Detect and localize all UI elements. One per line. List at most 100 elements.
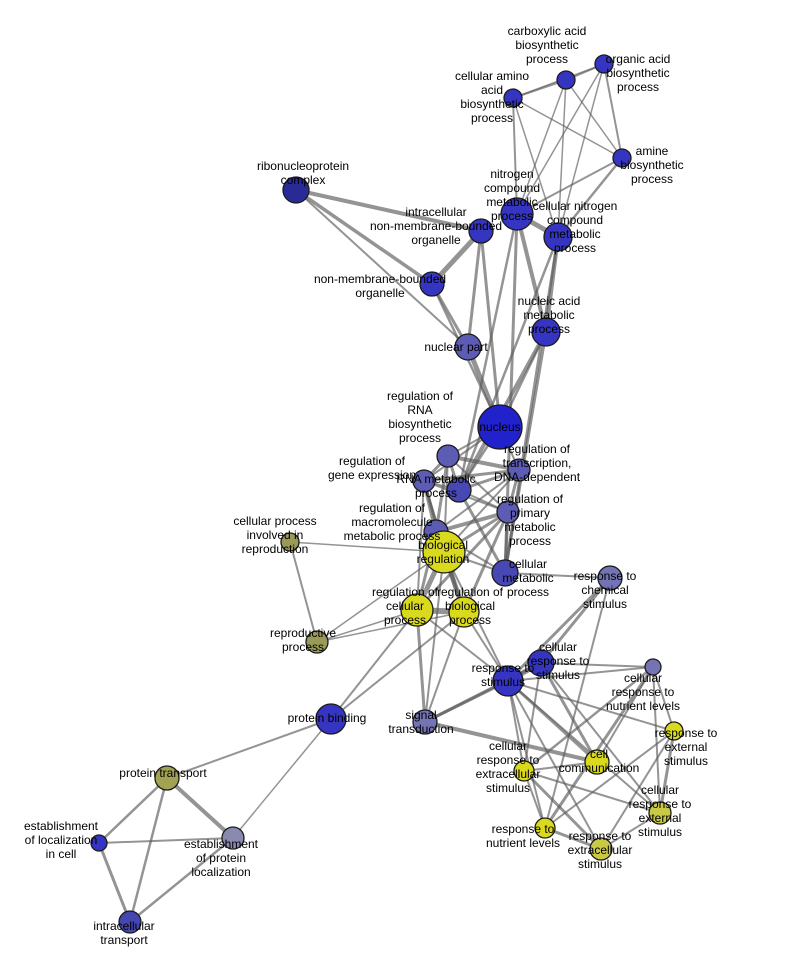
edge-rs-rchem [506, 576, 612, 683]
edge-crec-crxt [523, 770, 661, 814]
node-pbind[interactable] [315, 703, 347, 735]
edge-rs-crxt [507, 680, 661, 814]
node-crn[interactable] [644, 658, 662, 676]
edge-repro-rcp [316, 609, 418, 643]
node-rcp[interactable] [400, 593, 434, 627]
node-label-pbind: protein binding [288, 711, 367, 725]
node-cnitro[interactable] [543, 222, 573, 252]
edge-rtx-rge [422, 468, 521, 483]
edge-inmb-npart [466, 229, 483, 349]
node-rnl[interactable] [534, 817, 556, 839]
edge-amino-nitro [512, 97, 518, 215]
edge-cnitro-rnamp [457, 235, 560, 492]
node-eloc[interactable] [90, 834, 108, 852]
node-ptrans[interactable] [154, 765, 180, 791]
edge-rnamp-cmp [457, 488, 507, 575]
node-amine[interactable] [612, 148, 632, 168]
edges-layer [97, 63, 676, 924]
edge-rbp-sigt [424, 611, 465, 723]
edge-cpr-bioreg [289, 541, 445, 553]
edge-crs-crec [523, 662, 542, 772]
node-rtx[interactable] [507, 458, 531, 482]
node-crxt[interactable] [648, 801, 672, 825]
edge-rs-rext [507, 680, 675, 732]
edge-nacid-nitro [515, 212, 548, 334]
edge-rext-crxt [658, 729, 676, 815]
edge-cpr-repro [289, 541, 318, 643]
node-crec[interactable] [513, 760, 535, 782]
edge-rnp-nmb [294, 188, 434, 286]
node-sigt[interactable] [412, 709, 438, 735]
edge-rchem-rnl [544, 577, 611, 829]
edge-crs-crxt [540, 662, 661, 814]
edge-crn-crxt [652, 666, 661, 814]
edge-rbp-pbind [330, 611, 465, 720]
node-nucleus[interactable] [477, 404, 523, 450]
node-nmb[interactable] [419, 271, 445, 297]
node-rnp[interactable] [282, 176, 310, 204]
edge-carb-nitro [516, 79, 567, 215]
edge-repro-bioreg [316, 551, 445, 643]
node-rext[interactable] [664, 721, 684, 741]
node-recs[interactable] [589, 837, 613, 861]
node-bioreg[interactable] [422, 530, 466, 574]
edge-org-cnitro [557, 63, 605, 238]
node-rrna[interactable] [436, 444, 460, 468]
edge-carb-cnitro [557, 79, 567, 238]
node-rge[interactable] [412, 469, 436, 493]
node-rs[interactable] [492, 665, 524, 697]
edge-crs-sigt [423, 661, 543, 724]
node-amino[interactable] [503, 88, 523, 108]
node-cpr[interactable] [280, 532, 300, 552]
node-org[interactable] [594, 54, 614, 74]
edge-repro-rbp [316, 611, 465, 643]
edge-rs-recs [507, 680, 602, 850]
node-npart[interactable] [454, 333, 482, 361]
node-rnamp[interactable] [446, 477, 472, 503]
node-eprot[interactable] [221, 826, 245, 850]
nodes-layer [90, 54, 684, 934]
node-inmb[interactable] [468, 218, 494, 244]
edge-rext-rnl [544, 730, 675, 829]
node-rprim[interactable] [496, 500, 520, 524]
edge-crs-crn [540, 662, 654, 668]
edge-amine-cnitro [556, 156, 624, 239]
node-itrans[interactable] [118, 910, 142, 934]
node-carb[interactable] [556, 70, 576, 90]
node-nitro[interactable] [500, 197, 534, 231]
node-ccom[interactable] [584, 749, 610, 775]
edge-amine-nitro [516, 157, 623, 215]
edge-crn-rnl [543, 665, 655, 830]
node-nacid[interactable] [531, 317, 561, 347]
edge-ptrans-itrans [128, 776, 169, 924]
edge-ptrans-eprot [165, 776, 235, 840]
edge-rnp-inmb [294, 188, 483, 233]
node-repro[interactable] [305, 630, 329, 654]
node-rchem[interactable] [597, 565, 623, 591]
edge-ptrans-eloc [97, 776, 169, 845]
edge-amino-cnitro [512, 97, 559, 238]
node-cmp[interactable] [491, 559, 519, 587]
edge-pbind-ptrans [166, 718, 332, 779]
node-rbp[interactable] [448, 596, 480, 628]
node-label-ptrans: protein transport [119, 766, 207, 780]
node-crs[interactable] [527, 649, 555, 677]
